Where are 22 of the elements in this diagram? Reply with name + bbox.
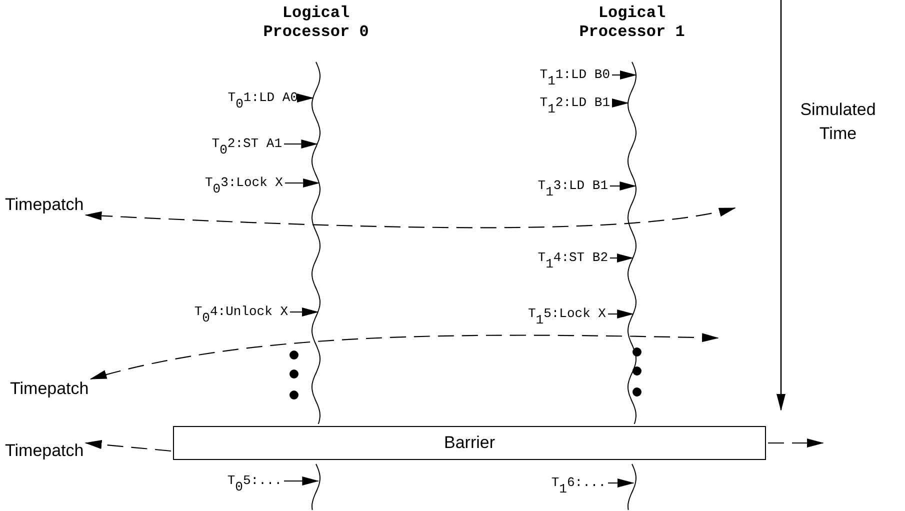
arrow <box>284 476 320 486</box>
dashed-arrow <box>84 207 736 228</box>
dashed-arrow <box>90 333 719 380</box>
arrow <box>612 98 629 108</box>
arrow <box>610 182 637 190</box>
dashed-arrow <box>768 438 824 448</box>
timepatch-label: Timepatch <box>10 379 89 399</box>
lane-heading: Logical Processor 0 <box>262 4 370 42</box>
arrow <box>284 140 318 148</box>
timepatch-label: Timepatch <box>5 441 84 461</box>
arrow <box>285 178 320 188</box>
timepatch-label: Timepatch <box>5 195 84 215</box>
arrow <box>297 94 314 102</box>
arrow <box>610 254 634 262</box>
dashed-arrow <box>84 440 172 452</box>
axis-label: Simulated Time <box>799 99 877 145</box>
lane-heading: Logical Processor 1 <box>578 4 686 42</box>
arrow <box>608 478 634 488</box>
arrow <box>290 308 319 316</box>
arrow <box>608 310 634 318</box>
arrow <box>612 70 637 80</box>
barrier-bar: Barrier <box>173 426 766 460</box>
